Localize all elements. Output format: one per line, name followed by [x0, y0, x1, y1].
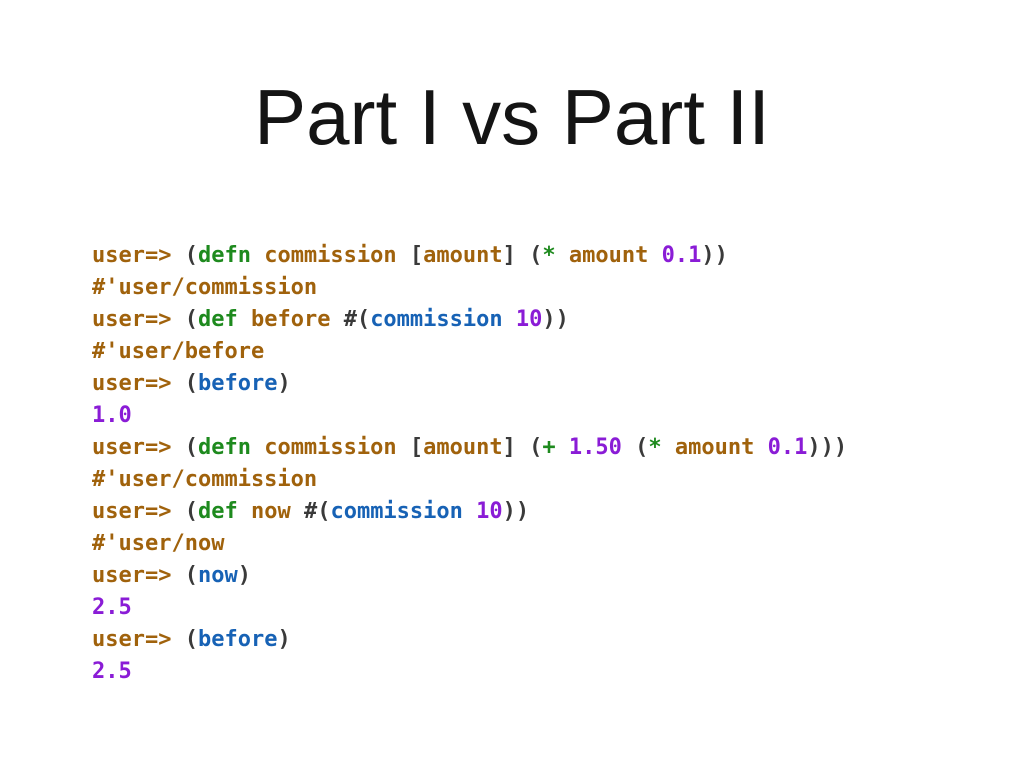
- code-token: user=>: [92, 627, 185, 652]
- code-token: def: [197, 307, 238, 332]
- repl-line: 1.0: [92, 400, 992, 432]
- code-token: #'user/before: [92, 339, 265, 364]
- code-token: user=>: [92, 307, 185, 332]
- code-token: [503, 307, 516, 332]
- repl-line: #'user/now: [92, 528, 992, 560]
- code-token: def: [197, 499, 238, 524]
- code-token: now: [197, 563, 238, 588]
- code-token: #'user/now: [92, 531, 225, 556]
- code-token: [463, 499, 476, 524]
- code-token: #(: [343, 307, 371, 332]
- code-token: (: [184, 307, 198, 332]
- code-token: user=>: [92, 435, 185, 460]
- repl-line: 2.5: [92, 592, 992, 624]
- code-token: #'user/commission: [92, 275, 318, 300]
- code-token: 10: [476, 499, 503, 524]
- code-token: amount: [555, 243, 662, 268]
- repl-line: #'user/commission: [92, 464, 992, 496]
- code-token: (: [529, 243, 543, 268]
- slide-title: Part I vs Part II: [254, 73, 770, 161]
- repl-line: #'user/commission: [92, 272, 992, 304]
- code-token: now: [237, 499, 304, 524]
- code-token: amount: [423, 243, 503, 268]
- code-token: commission: [250, 243, 410, 268]
- repl-line: #'user/before: [92, 336, 992, 368]
- code-token: user=>: [92, 499, 185, 524]
- code-token: *: [648, 435, 662, 460]
- code-token: ))): [807, 435, 848, 460]
- repl-line: user=> (defn commission [amount] (* amou…: [92, 240, 992, 272]
- code-token: before: [197, 627, 278, 652]
- repl-line: user=> (defn commission [amount] (+ 1.50…: [92, 432, 992, 464]
- code-token: user=>: [92, 243, 185, 268]
- repl-line: user=> (before): [92, 368, 992, 400]
- code-token: ): [277, 371, 291, 396]
- code-token: (: [184, 243, 198, 268]
- code-token: commission: [250, 435, 410, 460]
- repl-line: user=> (now): [92, 560, 992, 592]
- code-token: )): [542, 307, 569, 332]
- code-token: *: [542, 243, 556, 268]
- code-token: 10: [515, 307, 543, 332]
- code-token: 0.1: [661, 243, 702, 268]
- code-token: 2.5: [92, 659, 132, 684]
- repl-line: 2.5: [92, 656, 992, 688]
- code-token: (: [184, 563, 198, 588]
- code-token: (: [621, 435, 649, 460]
- code-token: (: [184, 627, 198, 652]
- code-token: commission: [330, 499, 463, 524]
- repl-line: user=> (def before #(commission 10)): [92, 304, 992, 336]
- code-token: (: [184, 371, 198, 396]
- code-token: before: [237, 307, 344, 332]
- code-token: #'user/commission: [92, 467, 318, 492]
- code-token: defn: [197, 435, 251, 460]
- code-token: [556, 435, 569, 460]
- repl-transcript: user=> (defn commission [amount] (* amou…: [92, 240, 992, 688]
- code-token: )): [502, 499, 530, 524]
- code-token: ]: [502, 243, 530, 268]
- code-token: 1.50: [568, 435, 622, 460]
- code-token: 2.5: [92, 595, 132, 620]
- code-token: [: [409, 435, 424, 460]
- code-token: +: [542, 435, 556, 460]
- code-token: amount: [423, 435, 503, 460]
- code-token: commission: [370, 307, 503, 332]
- code-token: user=>: [92, 371, 185, 396]
- repl-line: user=> (def now #(commission 10)): [92, 496, 992, 528]
- code-token: #(: [303, 499, 331, 524]
- code-token: ): [277, 627, 291, 652]
- code-token: (: [184, 435, 198, 460]
- code-token: user=>: [92, 563, 185, 588]
- repl-line: user=> (before): [92, 624, 992, 656]
- code-token: (: [529, 435, 543, 460]
- code-token: 1.0: [92, 403, 132, 428]
- code-token: ]: [502, 435, 530, 460]
- code-token: )): [701, 243, 728, 268]
- code-token: ): [237, 563, 251, 588]
- code-token: defn: [197, 243, 251, 268]
- code-token: before: [197, 371, 278, 396]
- code-token: 0.1: [767, 435, 808, 460]
- code-token: [: [409, 243, 424, 268]
- code-token: amount: [661, 435, 768, 460]
- code-token: (: [184, 499, 198, 524]
